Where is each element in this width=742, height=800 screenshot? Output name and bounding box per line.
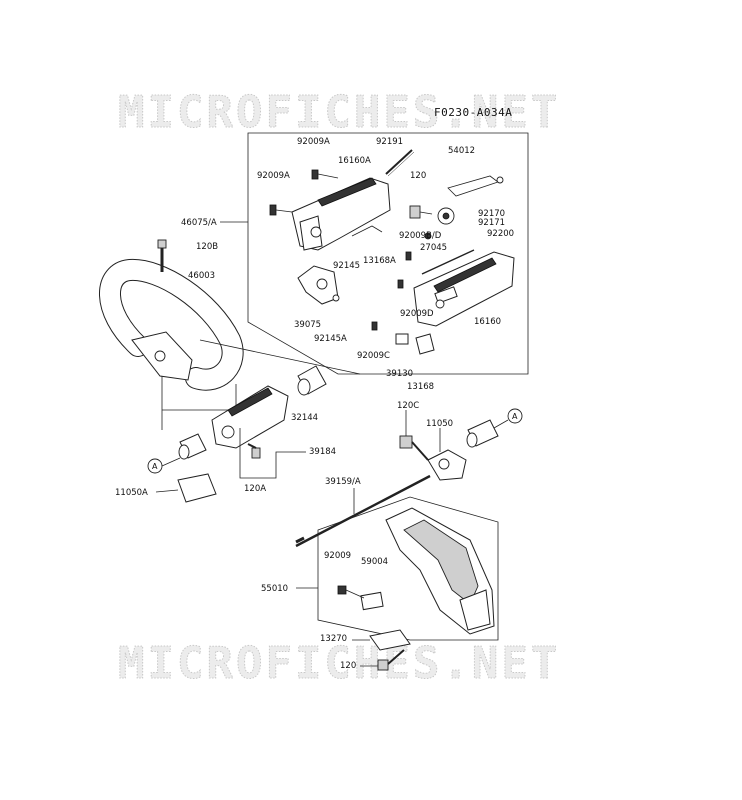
screw-92009C xyxy=(371,321,378,331)
watermark-top: MICROFICHES.NET xyxy=(118,87,560,138)
label-54012: 54012 xyxy=(448,146,475,156)
lever-39075 xyxy=(297,265,340,305)
label-92145A: 92145A xyxy=(314,334,347,344)
label-120-top: 120 xyxy=(410,171,426,181)
screw-92009A-top xyxy=(311,169,339,180)
screw-92009-bottom xyxy=(337,585,347,595)
label-92145: 92145 xyxy=(333,261,360,271)
upper-group-box xyxy=(247,132,529,375)
plate-13270 xyxy=(369,629,411,651)
housing-right-16160 xyxy=(413,251,515,327)
loop-handle-46003 xyxy=(99,258,244,391)
ref-mark-right: A xyxy=(493,408,523,429)
label-92191: 92191 xyxy=(376,137,403,147)
spring-92145 xyxy=(351,225,383,237)
part-13168 xyxy=(415,333,435,355)
screw-92009A-left xyxy=(269,204,293,216)
svg-text:A: A xyxy=(512,412,518,421)
label-92171: 92171 xyxy=(478,218,505,228)
label-92009A-left: 92009A xyxy=(257,171,290,181)
label-92009A-top: 92009A xyxy=(297,137,330,147)
label-13270: 13270 xyxy=(320,634,347,644)
leader-39184 xyxy=(239,428,290,479)
part-39130 xyxy=(395,333,409,345)
svg-text:A: A xyxy=(152,462,158,471)
shaft-39159A xyxy=(295,474,431,548)
bolt-120C xyxy=(399,435,429,461)
label-46075A: 46075/A xyxy=(181,218,217,228)
lower-group-box xyxy=(317,496,499,641)
label-92009C: 92009C xyxy=(357,351,390,361)
bracket-11050 xyxy=(427,449,467,481)
label-55010: 55010 xyxy=(261,584,288,594)
clip-92170 xyxy=(437,207,455,225)
label-59004: 59004 xyxy=(361,557,388,567)
label-92009-bottom: 92009 xyxy=(324,551,351,561)
screw-92009D xyxy=(397,279,404,289)
screw-92009B xyxy=(405,251,412,261)
label-92170: 92170 xyxy=(478,209,505,219)
label-39130: 39130 xyxy=(386,369,413,379)
cable-92191 xyxy=(385,149,415,177)
bolt-120A xyxy=(247,443,261,459)
label-16160A: 16160A xyxy=(338,156,371,166)
watermark-bottom: MICROFICHES.NET xyxy=(118,638,560,689)
bolt-120-bottom xyxy=(377,649,405,671)
label-13168A: 13168A xyxy=(363,256,396,266)
label-120A: 120A xyxy=(244,484,266,494)
label-39075: 39075 xyxy=(294,320,321,330)
leader-11050A xyxy=(155,489,179,493)
label-92009BD: 92009B/D xyxy=(399,231,442,241)
label-16160: 16160 xyxy=(474,317,501,327)
clamp-11050A xyxy=(177,473,217,503)
leader-92009-bot xyxy=(345,589,365,599)
leader-handle-box xyxy=(199,339,361,375)
cable-27045 xyxy=(421,249,475,275)
label-11050: 11050 xyxy=(426,419,453,429)
label-46003: 46003 xyxy=(188,271,215,281)
label-27045: 27045 xyxy=(420,243,447,253)
sleeve-32144 xyxy=(297,365,327,396)
bolt-120B xyxy=(157,239,167,272)
clamp-39184 xyxy=(211,385,289,449)
drawing-code: F0230-A034A xyxy=(434,106,512,119)
ref-mark-left: A xyxy=(147,457,181,474)
bolt-120-top xyxy=(409,205,433,219)
sleeve-left xyxy=(178,433,207,460)
part-92200 xyxy=(424,232,432,240)
label-92009D: 92009D xyxy=(400,309,434,319)
label-11050A: 11050A xyxy=(115,488,148,498)
cable-54012 xyxy=(447,175,504,197)
plate-59004 xyxy=(360,591,384,611)
label-120C: 120C xyxy=(397,401,419,411)
label-92200: 92200 xyxy=(487,229,514,239)
sleeve-right xyxy=(466,419,499,448)
label-120B: 120B xyxy=(196,242,218,252)
label-120-bottom: 120 xyxy=(340,661,356,671)
housing-left-16160A xyxy=(291,177,391,251)
guard-assembly xyxy=(385,507,495,635)
label-32144: 32144 xyxy=(291,413,318,423)
label-39184: 39184 xyxy=(309,447,336,457)
label-39159A: 39159/A xyxy=(325,477,361,487)
label-13168: 13168 xyxy=(407,382,434,392)
